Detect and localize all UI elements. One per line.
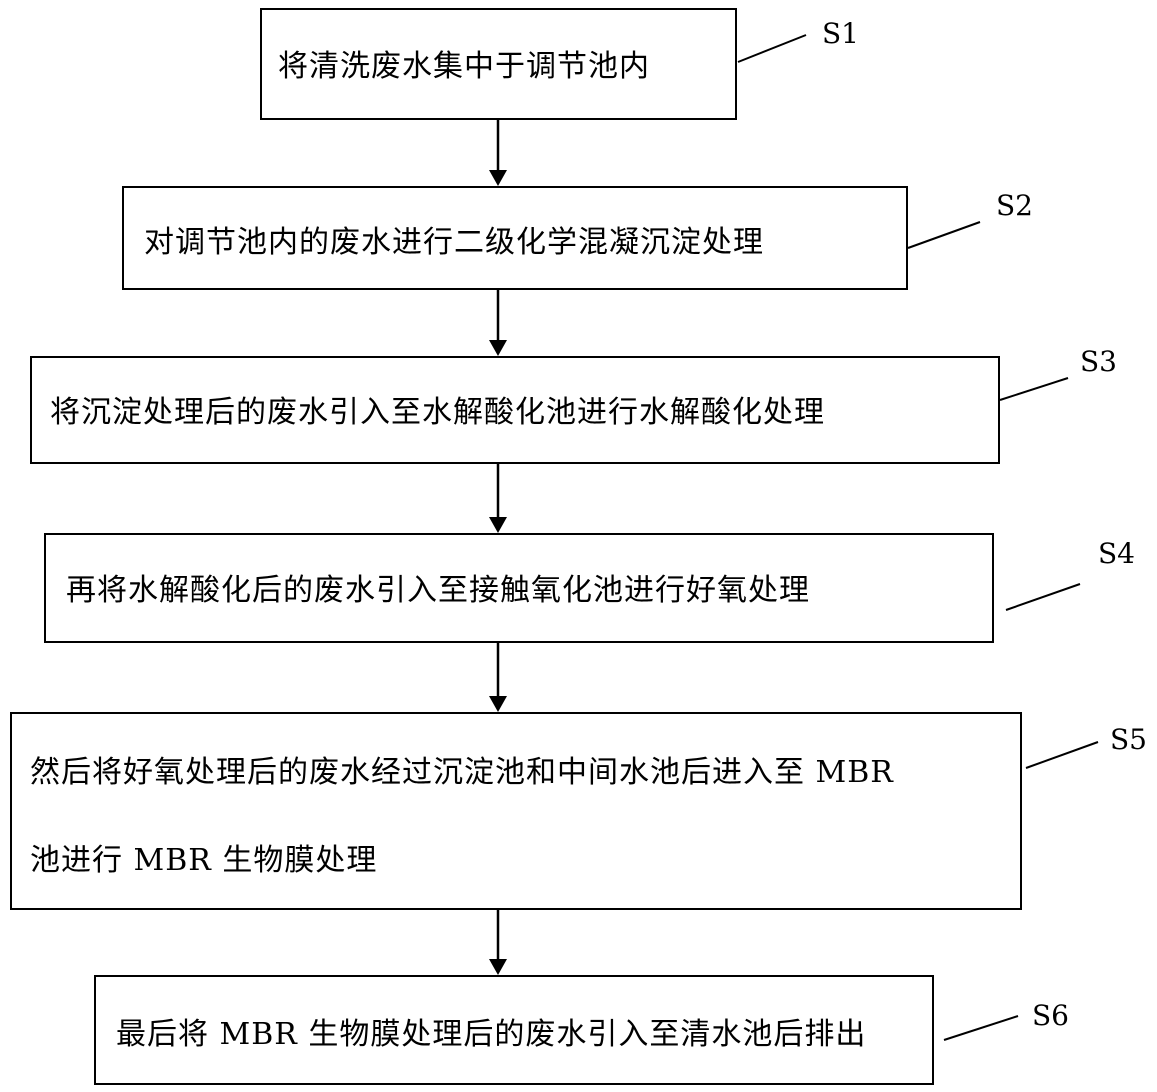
flow-arrow-s5-s6 [489, 910, 507, 975]
step-box-s1 [260, 8, 737, 120]
leader-line-s4 [1005, 583, 1081, 611]
step-box-s6 [94, 975, 934, 1085]
flow-arrow-s1-s2 [489, 120, 507, 186]
flow-arrow-s4-s5 [489, 643, 507, 712]
step-label-s2: S2 [996, 189, 1033, 222]
leader-line-s2 [907, 221, 981, 249]
leader-line-s3 [999, 377, 1069, 401]
step-label-s3: S3 [1080, 345, 1117, 378]
step-label-s4: S4 [1098, 537, 1135, 570]
step-text-s2: 对调节池内的废水进行二级化学混凝沉淀处理 [144, 225, 764, 260]
step-text-s4: 再将水解酸化后的废水引入至接触氧化池进行好氧处理 [66, 573, 810, 608]
step-text-s5-line1: 然后将好氧处理后的废水经过沉淀池和中间水池后进入至 MBR [30, 755, 894, 790]
step-box-s2 [122, 186, 908, 290]
leader-line-s6 [943, 1015, 1019, 1041]
step-text-s6: 最后将 MBR 生物膜处理后的废水引入至清水池后排出 [116, 1017, 867, 1052]
step-text-s1: 将清洗废水集中于调节池内 [278, 49, 650, 84]
step-text-s5-line2: 池进行 MBR 生物膜处理 [30, 843, 378, 878]
leader-line-s1 [737, 34, 807, 63]
step-label-s1: S1 [822, 17, 859, 50]
step-box-s5 [10, 712, 1022, 910]
step-text-s3: 将沉淀处理后的废水引入至水解酸化池进行水解酸化处理 [50, 395, 825, 430]
leader-line-s5 [1025, 741, 1099, 769]
step-label-s6: S6 [1032, 999, 1069, 1032]
flow-arrow-s3-s4 [489, 464, 507, 533]
step-label-s5: S5 [1110, 723, 1147, 756]
step-box-s4 [44, 533, 994, 643]
step-box-s3 [30, 356, 1000, 464]
flow-arrow-s2-s3 [489, 290, 507, 356]
